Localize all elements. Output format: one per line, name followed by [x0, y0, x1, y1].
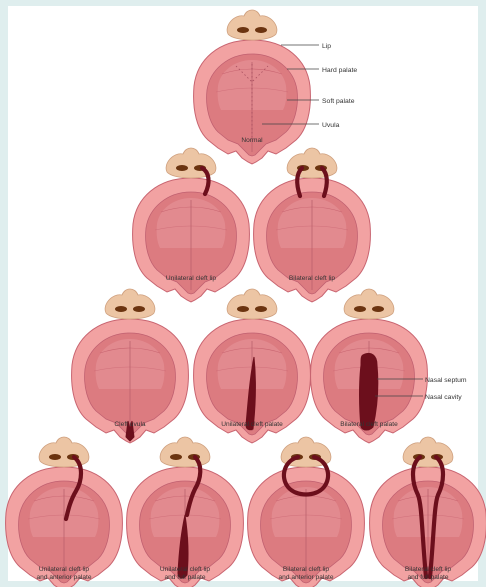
caption-unilateral-lip-full-line-2: and full palate — [164, 574, 205, 581]
palate-bilateral-lip-anterior — [248, 437, 365, 587]
caption-bilateral-lip-full-line-2: and full palate — [407, 574, 448, 581]
label-lip: Lip — [322, 43, 331, 50]
caption-cleft-uvula: Cleft uvula — [114, 421, 145, 428]
palate-bilateral-lip-full — [370, 437, 486, 587]
palate-cleft-uvula — [72, 289, 189, 443]
caption-unilateral-lip-anterior-line-2: and anterior palate — [37, 574, 92, 581]
palate-unilateral-cleft-palate — [194, 289, 311, 443]
label-hard-palate: Hard palate — [322, 67, 357, 74]
caption-unilateral-cleft-lip: Unilateral cleft lip — [166, 275, 217, 282]
caption-normal: Normal — [241, 137, 263, 144]
label-uvula: Uvula — [322, 122, 340, 129]
label-soft-palate: Soft palate — [322, 98, 355, 105]
caption-bilateral-cleft-lip: Bilateral cleft lip — [289, 275, 336, 282]
label-nasal-cavity: Nasal cavity — [425, 394, 462, 401]
caption-bilateral-lip-anterior-line-1: Bilateral cleft lip — [283, 566, 330, 573]
caption-unilateral-lip-full-line-1: Unilateral cleft lip — [160, 566, 211, 573]
label-nasal-septum: Nasal septum — [425, 377, 467, 384]
cleft-bilateral-palate — [360, 353, 378, 430]
caption-bilateral-lip-full-line-1: Bilateral cleft lip — [405, 566, 452, 573]
caption-bilateral-cleft-palate: Bilateral cleft palate — [340, 421, 398, 428]
palate-unilateral-lip-full — [127, 437, 244, 587]
palate-unilateral-lip-anterior — [6, 437, 123, 587]
caption-unilateral-cleft-palate: Unilateral cleft palate — [221, 421, 283, 428]
caption-unilateral-lip-anterior-line-1: Unilateral cleft lip — [39, 566, 90, 573]
caption-bilateral-lip-anterior-line-2: and anterior palate — [279, 574, 334, 581]
palate-bilateral-cleft-palate — [311, 289, 428, 443]
